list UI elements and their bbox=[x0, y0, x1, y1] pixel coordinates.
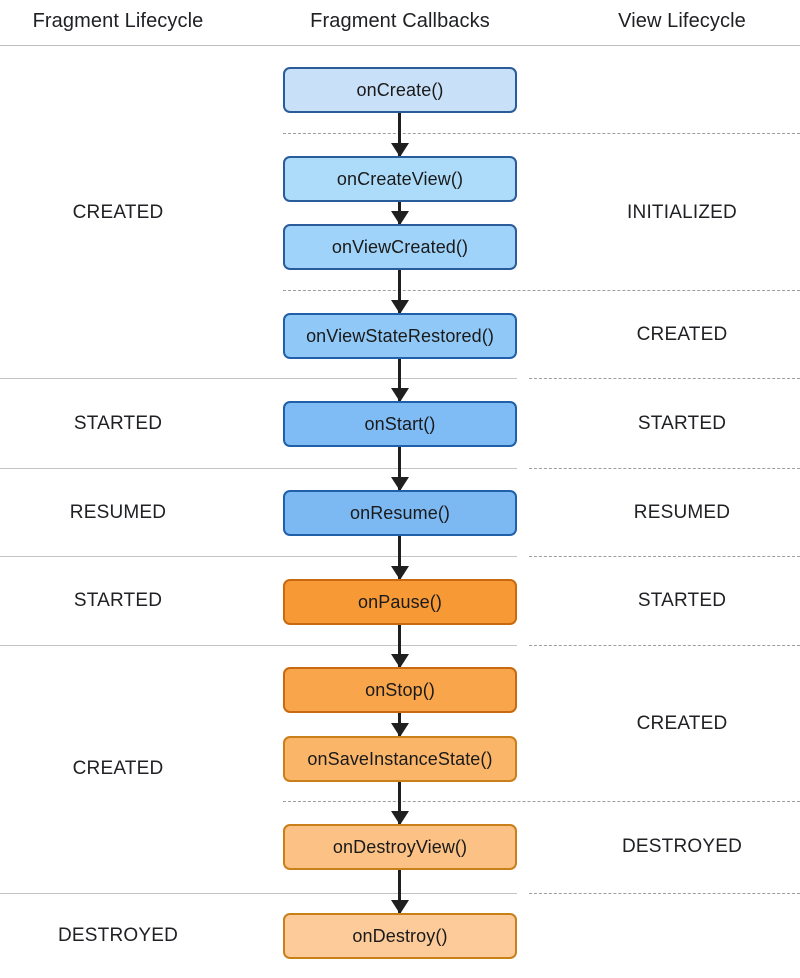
callback-box[interactable]: onStop() bbox=[283, 667, 517, 713]
view-lifecycle-state-label: INITIALIZED bbox=[627, 202, 737, 223]
view-lifecycle-state-label: STARTED bbox=[637, 590, 727, 611]
fragment-lifecycle-state-label: CREATED bbox=[72, 758, 164, 779]
flow-arrow-icon bbox=[398, 782, 401, 824]
callback-box[interactable]: onPause() bbox=[283, 579, 517, 625]
divider-line bbox=[529, 645, 800, 646]
callback-box[interactable]: onStart() bbox=[283, 401, 517, 447]
divider-line bbox=[283, 801, 800, 802]
fragment-lifecycle-state-label: STARTED bbox=[73, 590, 163, 611]
callback-box[interactable]: onCreateView() bbox=[283, 156, 517, 202]
divider-line bbox=[529, 378, 800, 379]
flow-arrow-icon bbox=[398, 270, 401, 313]
callback-box[interactable]: onCreate() bbox=[283, 67, 517, 113]
view-lifecycle-state-label: DESTROYED bbox=[621, 836, 743, 857]
flow-arrow-icon bbox=[398, 447, 401, 490]
callback-box[interactable]: onDestroy() bbox=[283, 913, 517, 959]
column-header-fragment-lifecycle: Fragment Lifecycle bbox=[32, 10, 204, 32]
divider-line bbox=[0, 468, 517, 469]
flow-arrow-icon bbox=[398, 536, 401, 579]
fragment-lifecycle-state-label: RESUMED bbox=[69, 502, 167, 523]
view-lifecycle-state-label: CREATED bbox=[636, 713, 728, 734]
callback-box[interactable]: onResume() bbox=[283, 490, 517, 536]
header-divider-rule bbox=[0, 45, 800, 46]
column-header-view-lifecycle: View Lifecycle bbox=[618, 10, 746, 32]
fragment-lifecycle-state-label: STARTED bbox=[73, 413, 163, 434]
callback-box[interactable]: onViewStateRestored() bbox=[283, 313, 517, 359]
divider-line bbox=[0, 893, 517, 894]
callback-box[interactable]: onDestroyView() bbox=[283, 824, 517, 870]
divider-line bbox=[0, 556, 517, 557]
flow-arrow-icon bbox=[398, 113, 401, 156]
divider-line bbox=[0, 645, 517, 646]
flow-arrow-icon bbox=[398, 359, 401, 401]
view-lifecycle-state-label: RESUMED bbox=[633, 502, 731, 523]
view-lifecycle-state-label: CREATED bbox=[636, 324, 728, 345]
callback-box[interactable]: onSaveInstanceState() bbox=[283, 736, 517, 782]
callback-box[interactable]: onViewCreated() bbox=[283, 224, 517, 270]
divider-line bbox=[283, 290, 800, 291]
fragment-lifecycle-state-label: CREATED bbox=[72, 202, 164, 223]
divider-line bbox=[529, 893, 800, 894]
view-lifecycle-state-label: STARTED bbox=[637, 413, 727, 434]
column-header-fragment-callbacks: Fragment Callbacks bbox=[310, 10, 490, 32]
divider-line bbox=[529, 468, 800, 469]
flow-arrow-icon bbox=[398, 202, 401, 224]
divider-line bbox=[283, 133, 800, 134]
flow-arrow-icon bbox=[398, 625, 401, 667]
fragment-lifecycle-state-label: DESTROYED bbox=[57, 925, 179, 946]
flow-arrow-icon bbox=[398, 870, 401, 913]
flow-arrow-icon bbox=[398, 713, 401, 736]
divider-line bbox=[0, 378, 517, 379]
divider-line bbox=[529, 556, 800, 557]
